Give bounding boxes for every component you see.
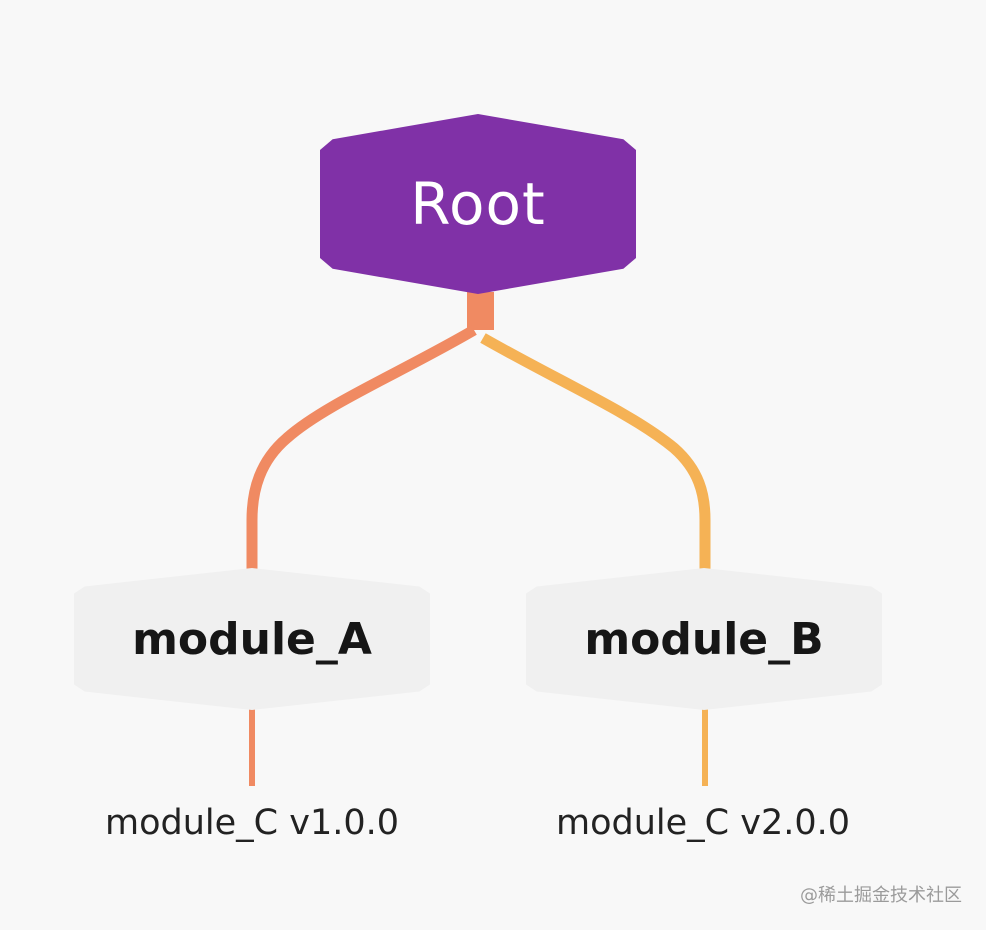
link-root-to-module-b — [480, 333, 711, 570]
link-root-to-module-a — [246, 325, 477, 570]
source-watermark: @稀土掘金技术社区 — [800, 885, 962, 906]
root-node: Root — [320, 114, 636, 294]
module-c-v1-label: module_C v1.0.0 — [105, 803, 399, 843]
module-b-node: module_B — [526, 568, 882, 710]
module-a-node: module_A — [74, 568, 430, 710]
module-c-v2-label: module_C v2.0.0 — [556, 803, 850, 843]
